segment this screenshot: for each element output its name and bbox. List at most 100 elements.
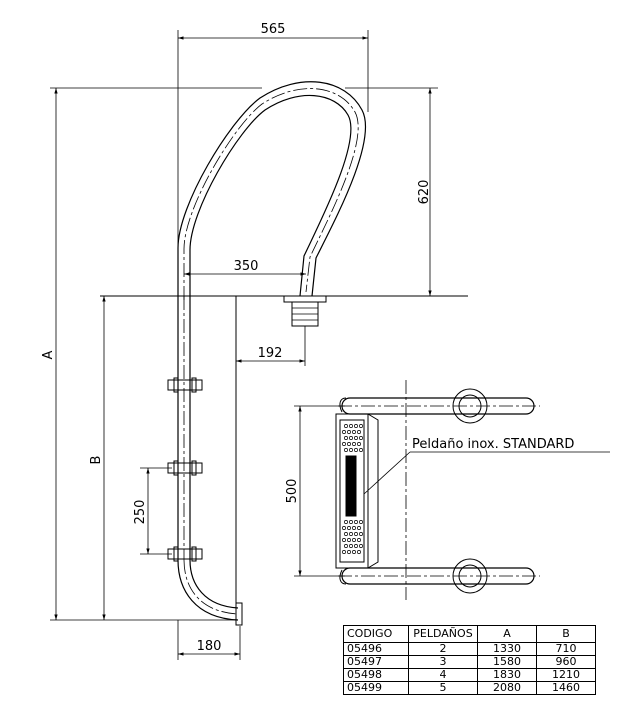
- cell-peldanos: 5: [408, 681, 478, 695]
- tread-grip-dot: [359, 424, 363, 428]
- cell-a: 1330: [477, 642, 537, 656]
- dim-500-label: 500: [285, 479, 300, 504]
- tread-grip-dot: [354, 532, 358, 536]
- cell-b: 960: [536, 655, 596, 669]
- tread-grip-dot: [357, 550, 361, 554]
- tread-grip-dot: [349, 544, 353, 548]
- tread-grip-dot: [357, 442, 361, 446]
- header-b: B: [536, 625, 596, 643]
- tread-grip-dot: [352, 526, 356, 530]
- step-brackets: [167, 377, 203, 562]
- tread-grip-dot: [354, 520, 358, 524]
- handrail-outer: [177, 81, 367, 297]
- tread-grip-dot: [359, 532, 363, 536]
- dimension-step-spacing: 250: [133, 467, 172, 555]
- tread-grip-dot: [352, 538, 356, 542]
- dimension-width-top: 565: [177, 22, 369, 250]
- dim-250-label: 250: [133, 500, 148, 525]
- tread-grip-dot: [359, 544, 363, 548]
- tread-grip-dot: [359, 448, 363, 452]
- table-row: 05499 5 2080 1460: [343, 681, 596, 695]
- step-callout-label: Peldaño inox. STANDARD: [412, 437, 574, 452]
- tread-grip-dot: [349, 448, 353, 452]
- cell-codigo: 05496: [343, 642, 409, 656]
- cell-a: 1830: [477, 668, 537, 682]
- step-top-view: 500 Peldaño inox. STANDARD: [285, 380, 610, 600]
- handrail-inner: [189, 94, 352, 297]
- tread-grip-dot: [359, 520, 363, 524]
- tread-grip-dot: [344, 532, 348, 536]
- cell-a: 1580: [477, 655, 537, 669]
- dimension-reach: 350: [184, 259, 306, 276]
- foot-bend: [177, 559, 239, 621]
- tread-grip-dot: [354, 436, 358, 440]
- tread-grip-dot: [342, 538, 346, 542]
- pool-edge: [100, 295, 468, 605]
- cell-a: 2080: [477, 681, 537, 695]
- cell-codigo: 05497: [343, 655, 409, 669]
- tread-grip-dot: [344, 520, 348, 524]
- cell-peldanos: 2: [408, 642, 478, 656]
- tread-grip-dot: [347, 538, 351, 542]
- tread-grip-dot: [342, 430, 346, 434]
- tread-grip-dot: [354, 544, 358, 548]
- wall-foot: [235, 602, 243, 626]
- dim-620-label: 620: [417, 180, 432, 205]
- tread-grip-dot: [342, 550, 346, 554]
- handrail-centerline: [183, 88, 359, 300]
- tread-grip-dot: [347, 442, 351, 446]
- cell-peldanos: 4: [408, 668, 478, 682]
- tread-grip-dot: [352, 430, 356, 434]
- tread-grip-dot: [354, 424, 358, 428]
- tread-grip-dot: [357, 538, 361, 542]
- dim-a-label: A: [41, 350, 56, 359]
- cell-b: 710: [536, 642, 596, 656]
- dimension-overall-a: A: [41, 87, 262, 621]
- ladder-side-view: [167, 81, 367, 626]
- cell-codigo: 05498: [343, 668, 409, 682]
- tread-grip-dot: [344, 448, 348, 452]
- dim-350-label: 350: [234, 259, 259, 274]
- tread-grip-dot: [344, 544, 348, 548]
- tread-grip-dot: [359, 436, 363, 440]
- cell-b: 1210: [536, 668, 596, 682]
- dim-565-label: 565: [261, 22, 286, 37]
- tread-grip-dot: [342, 526, 346, 530]
- cell-b: 1460: [536, 681, 596, 695]
- step-tread: [335, 397, 379, 585]
- cell-peldanos: 3: [408, 655, 478, 669]
- table-header-row: CODIGO PELDAÑOS A B: [343, 625, 596, 643]
- tread-grip-dot: [344, 424, 348, 428]
- dim-180-label: 180: [197, 639, 222, 654]
- tread-grip-dot: [349, 532, 353, 536]
- tread-grip-dot: [357, 430, 361, 434]
- dimension-handle-height: 620: [345, 87, 438, 296]
- tread-grip-dot: [347, 550, 351, 554]
- tread-grip-dot: [357, 526, 361, 530]
- dimension-foot-width: 180: [177, 620, 241, 660]
- header-codigo: CODIGO: [343, 625, 409, 643]
- tread-grip-dot: [347, 526, 351, 530]
- lower-anchor-outer: [452, 558, 488, 594]
- dimension-submerged-b: B: [89, 296, 106, 620]
- dimension-wall-offset: 192: [236, 326, 306, 366]
- table-row: 05498 4 1830 1210: [343, 668, 596, 682]
- tread-grip-dot: [349, 424, 353, 428]
- tread-grip-dot: [344, 436, 348, 440]
- tread-grip-dot: [349, 436, 353, 440]
- tread-grip-dot: [342, 442, 346, 446]
- cell-codigo: 05499: [343, 681, 409, 695]
- dim-b-label: B: [89, 456, 104, 465]
- tread-grip-dot: [352, 442, 356, 446]
- upper-anchor-outer: [452, 388, 488, 424]
- tread-grip-dot: [349, 520, 353, 524]
- tread-grip-dot: [354, 448, 358, 452]
- models-table: CODIGO PELDAÑOS A B 05496 2 1330 710 054…: [343, 625, 596, 695]
- table-row: 05497 3 1580 960: [343, 655, 596, 669]
- tread-grip-dot: [347, 430, 351, 434]
- header-a: A: [477, 625, 537, 643]
- dim-192-label: 192: [258, 346, 283, 361]
- deck-anchor: [283, 295, 327, 327]
- table-row: 05496 2 1330 710: [343, 642, 596, 656]
